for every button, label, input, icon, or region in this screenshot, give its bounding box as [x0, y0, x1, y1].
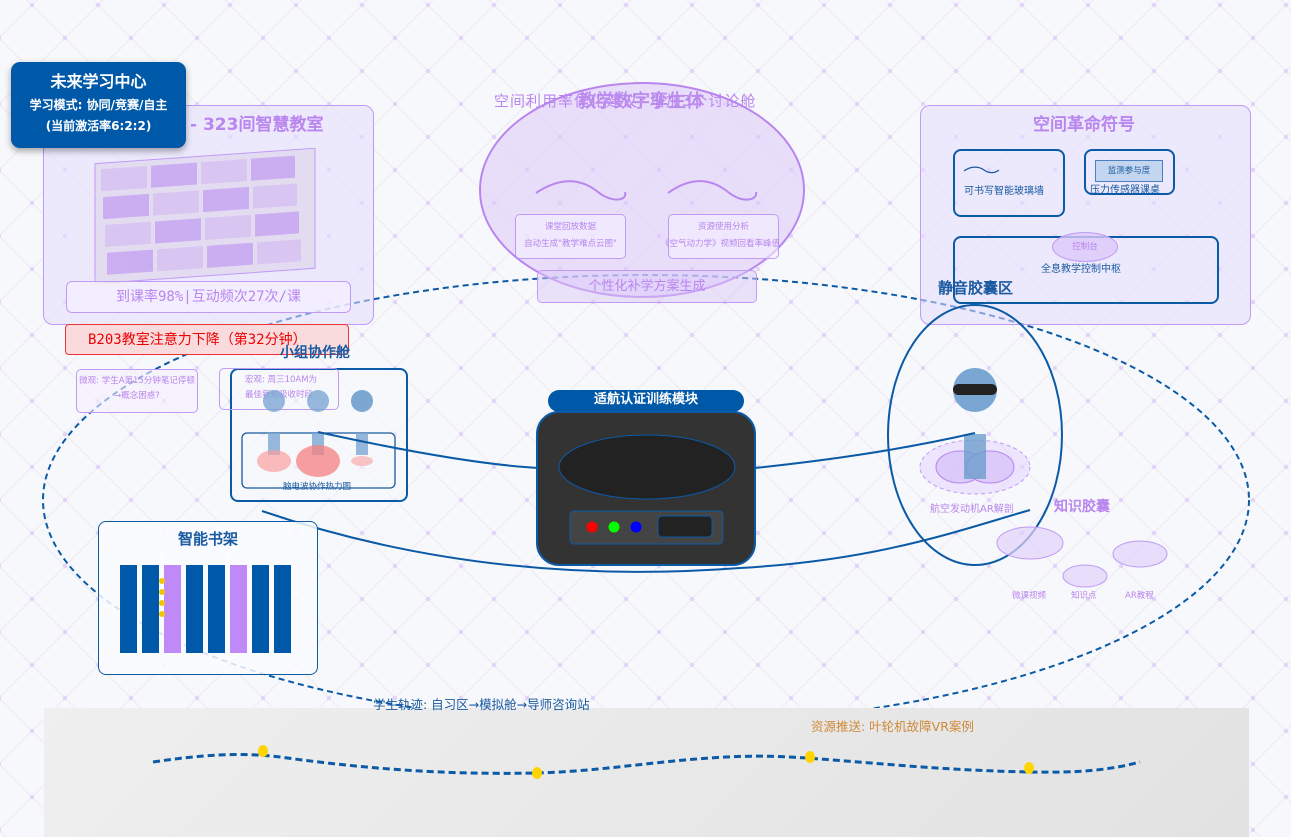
monitor-badge: 监测参与度 — [1095, 160, 1163, 182]
star-icon — [159, 600, 165, 606]
heat-blob-3 — [351, 456, 373, 466]
quiet-zone-title: 静音胶囊区 — [938, 279, 1014, 297]
student-path-line — [152, 753, 1141, 775]
book — [186, 565, 203, 653]
glass-wall-label: 可书写智能玻璃墙 — [964, 186, 1044, 197]
control-hub-label: 全息教学控制中枢 — [1041, 264, 1121, 275]
star-icon — [159, 611, 165, 617]
heat-blob-2 — [296, 445, 340, 477]
simulator-display — [657, 515, 713, 538]
group-pod-title: 小组协作舱 — [280, 345, 350, 361]
bookshelf-books — [120, 553, 291, 653]
simulator-screen — [558, 434, 736, 500]
book — [252, 565, 269, 653]
heatmap-label: 脑电波协作热力图 — [283, 482, 352, 492]
simulator-title: 适航认证训练模块 — [548, 390, 744, 412]
knowledge-capsule-title: 知识胶囊 — [1054, 499, 1110, 515]
link-pod-to-simulator — [317, 431, 541, 469]
pressure-desk-item[interactable] — [1084, 149, 1175, 195]
waypoint-marker[interactable] — [1024, 762, 1034, 774]
vr-headset-icon — [953, 384, 997, 395]
quiet-capsule — [887, 304, 1063, 566]
knowledge-capsules — [996, 526, 1168, 588]
capsule-ar-tutorial[interactable] — [1112, 540, 1168, 568]
learning-center-hub[interactable]: 未来学习中心 学习模式: 协同/竞赛/自主 (当前激活率6:2:2) — [11, 62, 186, 148]
status-light-red — [586, 521, 598, 533]
book — [142, 565, 159, 653]
star-icon — [159, 589, 165, 595]
star-icon — [159, 578, 165, 584]
ar-engine-label: 航空发动机AR解剖 — [930, 504, 1014, 515]
book — [120, 565, 137, 653]
micro-insight-note: 微观: 学生A第15分钟笔记停顿 →概念困惑? — [76, 369, 198, 413]
capsule-micro-video[interactable] — [996, 526, 1064, 560]
glass-wall-item[interactable] — [953, 149, 1065, 217]
group-pod-figures — [241, 390, 396, 489]
simulator-device[interactable] — [535, 410, 759, 568]
hub-activation: (当前激活率6:2:2) — [45, 119, 152, 133]
twin-title: 教学数字孪生体 — [578, 91, 704, 112]
status-light-blue — [630, 521, 642, 533]
capsule-knowledge-point[interactable] — [1062, 564, 1108, 588]
classroom-grid-diagram — [94, 148, 316, 283]
trajectory-path — [152, 745, 1141, 779]
bookshelf-title: 智能书架 — [178, 530, 239, 548]
status-light-green — [608, 521, 620, 533]
heat-blob-1 — [257, 450, 291, 472]
replay-data-box: 课堂回放数据 自动生成"教学难点云图" — [515, 214, 626, 259]
resource-analysis-box: 资源使用分析 《空气动力学》视频回看率峰值 — [661, 214, 780, 259]
resource-push-label: 资源推送: 叶轮机故障VR案例 — [811, 719, 974, 734]
attendance-stats: 到课率98%|互动频次27次/课 — [66, 281, 351, 313]
waypoint-marker[interactable] — [532, 767, 542, 779]
pressure-desk-label: 压力传感器课桌 — [1090, 185, 1160, 196]
student-head-2 — [307, 390, 329, 412]
waypoint-marker[interactable] — [805, 751, 815, 763]
book — [208, 565, 225, 653]
waypoint-marker[interactable] — [258, 745, 268, 757]
hub-title: 未来学习中心 — [50, 72, 147, 91]
wave-right — [667, 180, 758, 201]
student-head-3 — [351, 390, 373, 412]
book-highlighted — [230, 565, 247, 653]
hub-modes: 学习模式: 协同/竞赛/自主 — [29, 98, 168, 112]
book — [274, 565, 291, 653]
space-card-title: 空间革命符号 — [1033, 115, 1135, 135]
book-highlighted — [164, 565, 181, 653]
wave-icon — [963, 166, 1000, 174]
link-bookshelf-to-capsule — [261, 509, 1031, 573]
classroom-card-title: - 323间智慧教室 — [190, 115, 324, 135]
remedial-plan-button[interactable]: 个性化补学方案生成 — [537, 270, 757, 303]
attention-alert[interactable]: B203教室注意力下降（第32分钟） — [65, 324, 349, 355]
twin-overlay-text: 空间利用率优化建议: 增加3个讨论舱 — [494, 92, 757, 110]
capsule-label-ar-tutorial: AR教程 — [1125, 591, 1154, 601]
wave-left — [535, 180, 627, 201]
console-badge: 控制台 — [1052, 232, 1118, 262]
capsule-label-knowledge-point: 知识点 — [1071, 591, 1097, 601]
link-simulator-to-quiet — [754, 432, 976, 469]
student-head-1 — [263, 390, 285, 412]
student-trajectory-label: 学生轨迹: 自习区→模拟舱→导师咨询站 — [373, 697, 590, 712]
capsule-label-micro-video: 微课视频 — [1012, 591, 1047, 601]
